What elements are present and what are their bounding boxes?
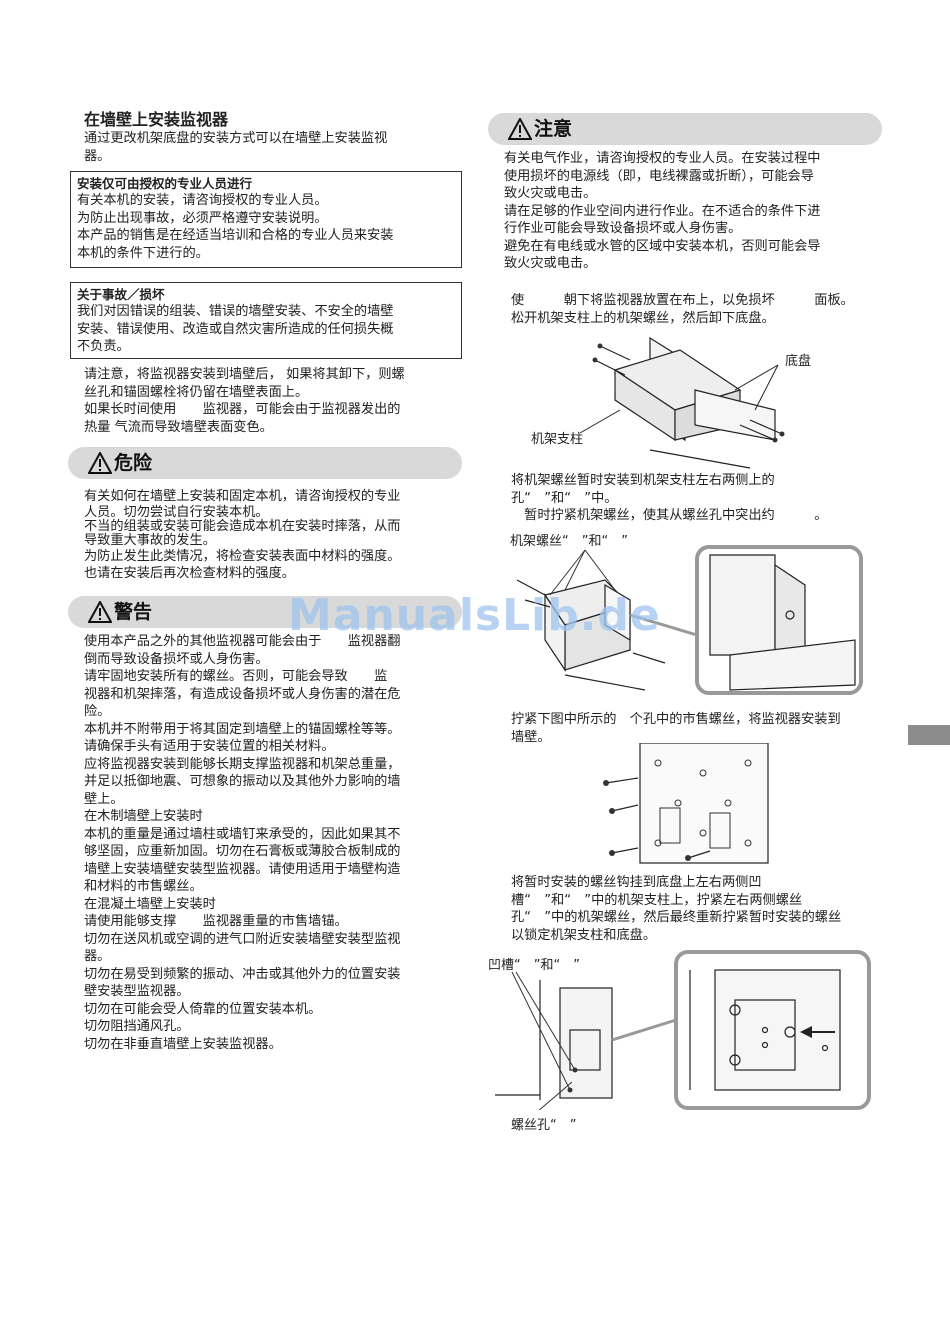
warning-label: 警告 bbox=[114, 601, 153, 623]
step1-text: 使 朝下将监视器放置在布上，以免损坏 面板。 松开机架支柱上的机架螺丝，然后卸下… bbox=[511, 292, 891, 327]
warning-line: 切勿在可能会受人倚靠的位置安装本机。 bbox=[84, 1001, 322, 1017]
warning-line: 请牢固地安装所有的螺丝。否则，可能会导致 监 bbox=[84, 669, 388, 684]
warning-line: 和材料的市售螺丝。 bbox=[84, 879, 203, 894]
caution-line: 请在足够的作业空间内进行作业。在不适合的条件下进 bbox=[504, 203, 821, 219]
warning-line: 倒而导致设备损坏或人身伤害。 bbox=[84, 651, 269, 667]
section-title: 在墙壁上安装监视器 bbox=[84, 110, 229, 129]
rack-screw-label: 机架螺丝“ ”和“ ” bbox=[510, 534, 628, 549]
note-line: 如果长时间使用 监视器，可能会由于监视器发出的 bbox=[84, 402, 401, 417]
warning-line: 切勿在易受到频繁的振动、冲击或其他外力的位置安装 bbox=[84, 966, 401, 982]
chapter-tab bbox=[908, 725, 950, 745]
caution-line: 行作业可能会导致设备损坏或人身伤害。 bbox=[504, 221, 742, 236]
warning-line: 器。 bbox=[84, 949, 111, 964]
step-line: 孔“ ”中的机架螺丝，然后最终重新拧紧暂时安装的螺丝 bbox=[511, 910, 842, 925]
danger-text: 有关如何在墙壁上安装和固定本机，请咨询授权的专业 人员。切勿尝试自行安装本机。 … bbox=[84, 488, 464, 583]
left-column: 在墙壁上安装监视器 通过更改机架底盘的安装方式可以在墙壁上安装监视 器。 bbox=[84, 110, 464, 165]
warning-line: 切勿在非垂直墙壁上安装监视器。 bbox=[84, 1036, 282, 1052]
step-line: 将机架螺丝暂时安装到机架支柱左右两侧上的 bbox=[511, 473, 775, 488]
danger-line: 有关如何在墙壁上安装和固定本机，请咨询授权的专业 bbox=[84, 489, 401, 504]
warning-line: 使用本产品之外的其他监视器可能会由于 监视器翻 bbox=[84, 634, 401, 649]
warning-banner: 警告 bbox=[68, 596, 462, 628]
warning-line: 应将监视器安装到能够长期支撑监视器和机架总重量， bbox=[84, 756, 401, 772]
danger-line: 也请在安装后再次检查材料的强度。 bbox=[84, 566, 295, 581]
warning-line: 请确保手头有适用于安装位置的相关材料。 bbox=[84, 739, 335, 754]
caution-line: 致火灾或电击。 bbox=[504, 186, 597, 201]
box-line: 我们对因错误的组装、错误的墙壁安装、不安全的墙壁 bbox=[77, 304, 394, 319]
step-line: 墙壁。 bbox=[511, 729, 551, 745]
notes-block: 请注意，将监视器安装到墙壁后， 如果将其卸下，则螺 丝孔和锚固螺栓将仍留在墙壁表… bbox=[84, 366, 464, 436]
step-line: 孔“ ”和“ ”中。 bbox=[511, 490, 618, 506]
wall-plate-figure bbox=[603, 743, 769, 864]
warning-line: 请使用能够支撑 监视器重量的市售墙锚。 bbox=[84, 914, 348, 929]
liability-box: 关于事故／损坏 我们对因错误的组装、错误的墙壁安装、不安全的墙壁 安装、错误使用… bbox=[70, 282, 462, 359]
step3-text: 拧紧下图中所示的 个孔中的市售螺丝，将监视器安装到 墙壁。 bbox=[511, 711, 891, 746]
danger-line: 导致重大事故的发生。 bbox=[84, 532, 216, 548]
warning-line: 切勿在送风机或空调的进气口附近安装墙壁安装型监视 bbox=[84, 931, 401, 947]
box-line: 安装、错误使用、改造或自然灾害所造成的任何损失概 bbox=[77, 321, 394, 337]
step-line: 拧紧下图中所示的 个孔中的市售螺丝，将监视器安装到 bbox=[511, 712, 841, 727]
note-line: 丝孔和锚固螺栓将仍留在墙壁表面上。 bbox=[84, 384, 309, 400]
warning-line: 本机的重量是通过墙柱或墙钉来承受的，因此如果其不 bbox=[84, 826, 401, 842]
authorized-install-box: 安装仅可由授权的专业人员进行 有关本机的安装，请咨询授权的专业人员。 为防止出现… bbox=[70, 171, 462, 268]
danger-label: 危险 bbox=[114, 452, 153, 474]
box-title: 关于事故／损坏 bbox=[77, 287, 165, 302]
warning-line: 在混凝土墙壁上安装时 bbox=[84, 896, 216, 912]
danger-line: 为防止发生此类情况，将检查安装表面中材料的强度。 bbox=[84, 548, 401, 564]
step-line: 使 朝下将监视器放置在布上，以免损坏 面板。 bbox=[511, 293, 854, 308]
note-line: 热量 气流而导致墙壁表面变色。 bbox=[84, 419, 273, 435]
intro-line: 器。 bbox=[84, 148, 111, 164]
warning-line: 够坚固，应重新加固。切勿在石膏板或薄胶合板制成的 bbox=[84, 844, 401, 859]
warning-line: 壁上。 bbox=[84, 791, 124, 807]
warning-line: 视器和机架摔落，有造成设备损坏或人身伤害的潜在危 bbox=[84, 686, 401, 702]
caution-text: 有关电气作业，请咨询授权的专业人员。在安装过程中 使用损坏的电源线（即，电线裸露… bbox=[504, 150, 884, 273]
warning-line: 切勿阻挡通风孔。 bbox=[84, 1019, 190, 1034]
caution-line: 避免在有电线或水管的区域中安装本机，否则可能会导 bbox=[504, 238, 821, 254]
step-line: 暂时拧紧机架螺丝，使其从螺丝孔中突出约 。 bbox=[511, 508, 828, 523]
stand-label: 机架支柱 bbox=[531, 432, 584, 447]
warning-triangle-icon bbox=[508, 118, 532, 140]
box-title: 安装仅可由授权的专业人员进行 bbox=[77, 176, 253, 191]
step-line: 以锁定机架支柱和底盘。 bbox=[511, 927, 657, 943]
warning-line: 并足以抵御地震、可想象的振动以及其他外力影响的墙 bbox=[84, 774, 401, 789]
screw-hole-label: 螺丝孔“ ” bbox=[511, 1118, 577, 1133]
box-line: 本机的条件下进行的。 bbox=[77, 245, 209, 261]
warning-line: 墙壁上安装墙壁安装型监视器。请使用适用于墙壁构造 bbox=[84, 861, 401, 877]
warning-text: 使用本产品之外的其他监视器可能会由于 监视器翻 倒而导致设备损坏或人身伤害。 请… bbox=[84, 633, 464, 1053]
watermark: ManualsLib.de bbox=[288, 590, 661, 641]
caution-line: 使用损坏的电源线（即，电线裸露或折断），可能会导 bbox=[504, 168, 814, 184]
step2-text: 将机架螺丝暂时安装到机架支柱左右两侧上的 孔“ ”和“ ”中。 暂时拧紧机架螺丝… bbox=[511, 472, 891, 525]
caution-line: 致火灾或电击。 bbox=[504, 256, 597, 271]
caution-banner: 注意 bbox=[488, 113, 882, 145]
warning-triangle-icon bbox=[88, 601, 112, 623]
caution-label: 注意 bbox=[534, 118, 573, 140]
screw-hole-figure bbox=[495, 950, 871, 1110]
step-line: 松开机架支柱上的机架螺丝，然后卸下底盘。 bbox=[511, 310, 775, 326]
chassis-label: 底盘 bbox=[785, 354, 812, 369]
step-line: 槽“ ”和“ ”中的机架支柱上，拧紧左右两侧螺丝 bbox=[511, 892, 803, 908]
rack-screw-figure bbox=[516, 545, 863, 695]
step4-text: 将暂时安装的螺丝钩挂到底盘上左右两侧凹 槽“ ”和“ ”中的机架支柱上，拧紧左右… bbox=[511, 874, 891, 944]
box-line: 有关本机的安装，请咨询授权的专业人员。 bbox=[77, 193, 328, 208]
box-line: 本产品的销售是在经适当培训和合格的专业人员来安装 bbox=[77, 228, 394, 243]
box-line: 为防止出现事故，必须严格遵守安装说明。 bbox=[77, 210, 328, 226]
note-line: 请注意，将监视器安装到墙壁后， 如果将其卸下，则螺 bbox=[84, 367, 405, 382]
step-line: 将暂时安装的螺丝钩挂到底盘上左右两侧凹 bbox=[511, 875, 762, 890]
warning-triangle-icon bbox=[88, 452, 112, 474]
caution-line: 有关电气作业，请咨询授权的专业人员。在安装过程中 bbox=[504, 151, 821, 166]
danger-line: 人员。切勿尝试自行安装本机。 bbox=[84, 504, 269, 520]
intro-line: 通过更改机架底盘的安装方式可以在墙壁上安装监视 bbox=[84, 131, 388, 146]
warning-line: 本机并不附带用于将其固定到墙壁上的锚固螺栓等等。 bbox=[84, 721, 401, 737]
danger-line: 不当的组装或安装可能会造成本机在安装时摔落，从而 bbox=[84, 518, 401, 534]
groove-label: 凹槽“ ”和“ ” bbox=[488, 958, 580, 973]
box-line: 不负责。 bbox=[77, 339, 130, 354]
danger-banner: 危险 bbox=[68, 447, 462, 479]
warning-line: 壁安装型监视器。 bbox=[84, 984, 190, 999]
warning-line: 险。 bbox=[84, 704, 111, 719]
chassis-removal-figure bbox=[579, 336, 785, 469]
warning-line: 在木制墙壁上安装时 bbox=[84, 809, 203, 824]
